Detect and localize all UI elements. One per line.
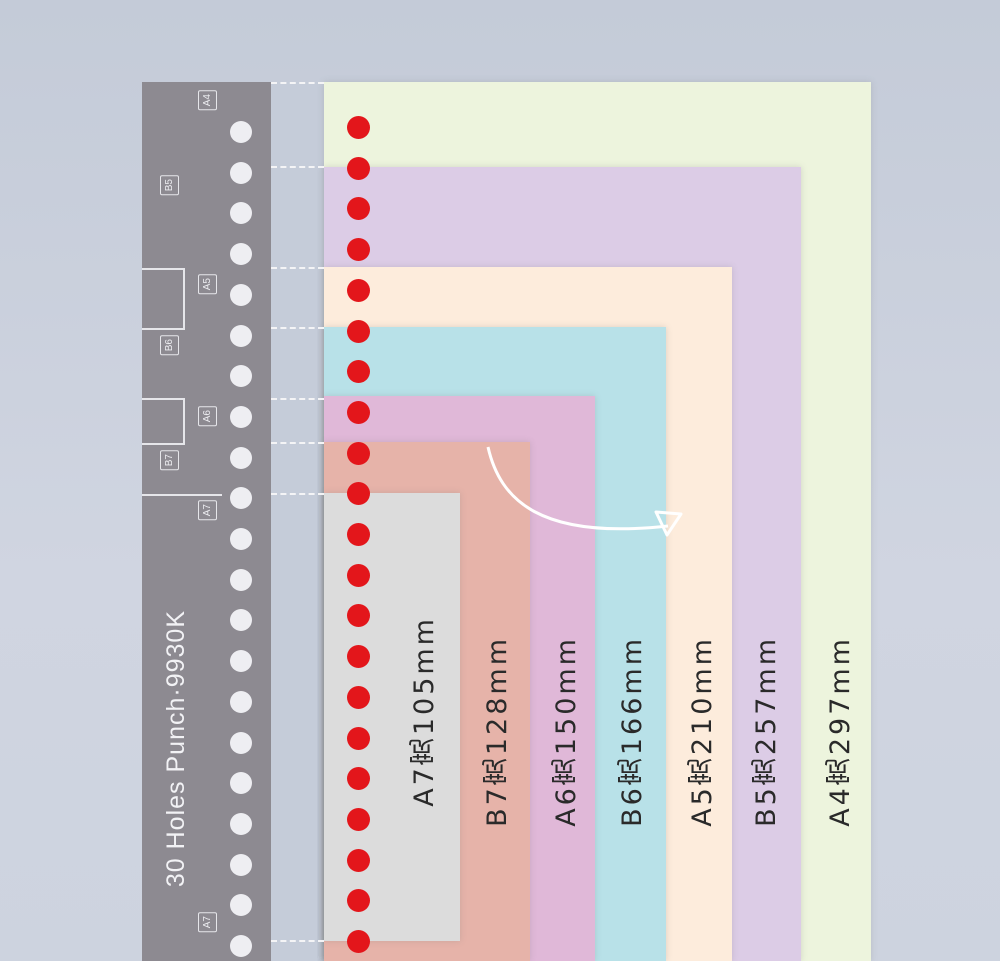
ruler-hole	[230, 365, 252, 388]
guide-line-a6	[271, 398, 324, 400]
ruler-hole	[230, 324, 252, 347]
ruler-hole	[230, 650, 252, 673]
punched-hole-dot	[347, 930, 370, 953]
punched-hole-dot	[347, 848, 370, 872]
marker-b5: B5	[160, 175, 179, 196]
ruler-hole	[230, 935, 252, 957]
punched-hole-dot	[347, 441, 370, 465]
marker-b7: B7	[160, 450, 179, 471]
ruler-hole	[230, 894, 252, 917]
ruler-tick	[142, 494, 222, 496]
punched-hole-dot	[347, 238, 370, 262]
punched-hole-dot	[347, 116, 370, 139]
marker-b6: B6	[160, 335, 179, 356]
ruler-hole	[230, 405, 252, 428]
ruler-hole	[230, 487, 252, 510]
ruler-tick	[183, 268, 185, 328]
guide-line-b6	[271, 327, 324, 329]
punched-hole-dot	[347, 889, 370, 913]
marker-a7-bottom: A7	[198, 912, 217, 933]
hole-punch-ruler: A4 B5 A5 B6 A6 B7 A7 A7 30 Holes Punch·9…	[142, 82, 271, 961]
ruler-hole	[230, 812, 252, 835]
marker-a4: A4	[198, 90, 217, 111]
ruler-hole	[230, 609, 252, 632]
punched-hole-dot	[347, 807, 370, 831]
punched-hole-dot	[347, 645, 370, 669]
ruler-hole	[230, 853, 252, 876]
ruler-hole	[230, 161, 252, 184]
guide-line-bottom	[271, 940, 324, 942]
guide-line-a7	[271, 493, 324, 495]
sheet-a7: A7宽105mm	[324, 493, 460, 941]
ruler-tick	[142, 268, 185, 270]
ruler-edge-strip	[271, 82, 324, 961]
marker-a7: A7	[198, 500, 217, 521]
ruler-hole	[230, 731, 252, 754]
guide-line-b7	[271, 442, 324, 444]
punched-hole-dot	[347, 197, 370, 221]
ruler-hole	[230, 690, 252, 713]
punched-hole-dot	[347, 400, 370, 424]
ruler-hole	[230, 283, 252, 306]
punched-hole-dot	[347, 278, 370, 302]
punched-hole-dot	[347, 523, 370, 546]
punched-hole-dot	[347, 604, 370, 628]
ruler-hole	[230, 568, 252, 591]
ruler-tick	[142, 398, 185, 400]
ruler-hole	[230, 772, 252, 795]
punched-hole-dot	[347, 767, 370, 791]
punched-hole-dot	[347, 319, 370, 343]
guide-line-a5	[271, 267, 324, 269]
punched-hole-dot	[347, 360, 370, 384]
ruler-hole	[230, 446, 252, 469]
punched-hole-dot	[347, 156, 370, 180]
ruler-hole	[230, 528, 252, 550]
marker-a5: A5	[198, 274, 217, 295]
guide-line-b5	[271, 166, 324, 168]
punched-hole-dot	[347, 726, 370, 750]
punch-model-title: 30 Holes Punch·9930K	[162, 609, 190, 887]
ruler-hole	[230, 121, 252, 143]
punched-hole-dot	[347, 563, 370, 587]
punched-hole-dot	[347, 482, 370, 506]
ruler-tick	[142, 328, 185, 330]
ruler-tick	[183, 398, 185, 443]
ruler-tick	[142, 443, 185, 445]
guide-line-a4	[271, 82, 324, 84]
ruler-hole	[230, 202, 252, 225]
marker-a6: A6	[198, 406, 217, 427]
ruler-hole	[230, 243, 252, 266]
punched-hole-dot	[347, 685, 370, 709]
